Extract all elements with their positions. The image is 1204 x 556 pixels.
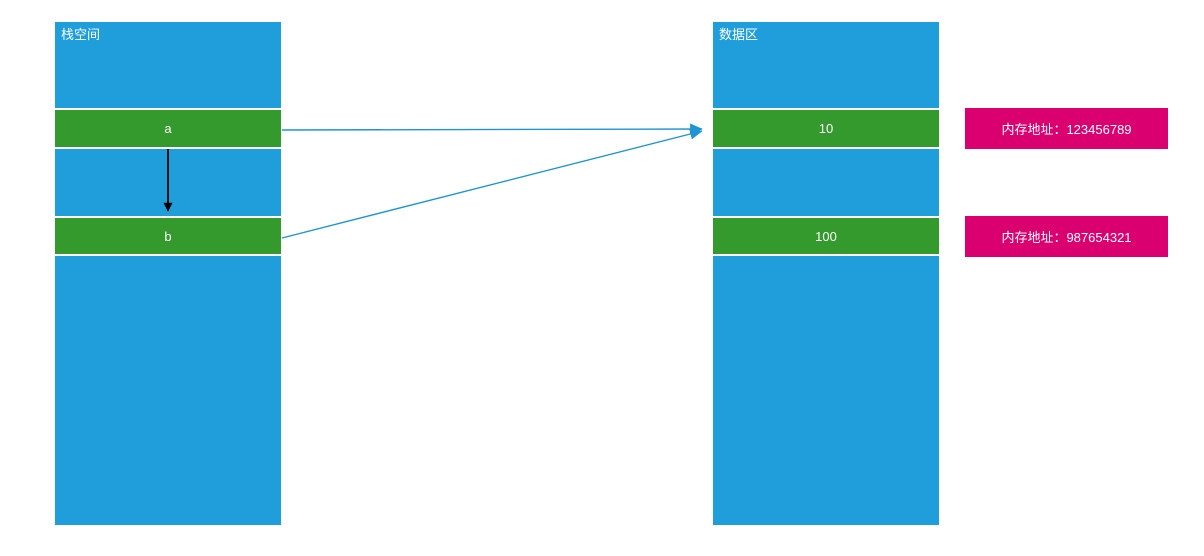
- memory-address-chip-2-label: 内存地址：987654321: [1001, 230, 1132, 245]
- data-slot-10-label: 10: [818, 121, 834, 136]
- stack-slot-b: b: [55, 216, 281, 256]
- stack-slot-b-label: b: [164, 228, 172, 244]
- stack-slot-a-label: a: [164, 121, 172, 136]
- stack-slot-a: a: [55, 108, 281, 149]
- memory-address-chip-2: 内存地址：987654321: [965, 216, 1168, 257]
- memory-column-data: 数据区: [713, 22, 939, 525]
- arrow-b-to-value10: [281, 128, 703, 239]
- arrow-a-to-value10: [281, 123, 703, 135]
- data-slot-100-label: 100: [815, 228, 837, 244]
- column-title-stack: 栈空间: [61, 27, 101, 42]
- data-slot-10: 10: [713, 108, 939, 149]
- memory-address-chip-1-label: 内存地址：123456789: [1001, 122, 1132, 137]
- column-title-data: 数据区: [719, 27, 759, 42]
- data-slot-100: 100: [713, 216, 939, 256]
- memory-column-stack: 栈空间: [55, 22, 281, 525]
- memory-address-chip-1: 内存地址：123456789: [965, 108, 1168, 149]
